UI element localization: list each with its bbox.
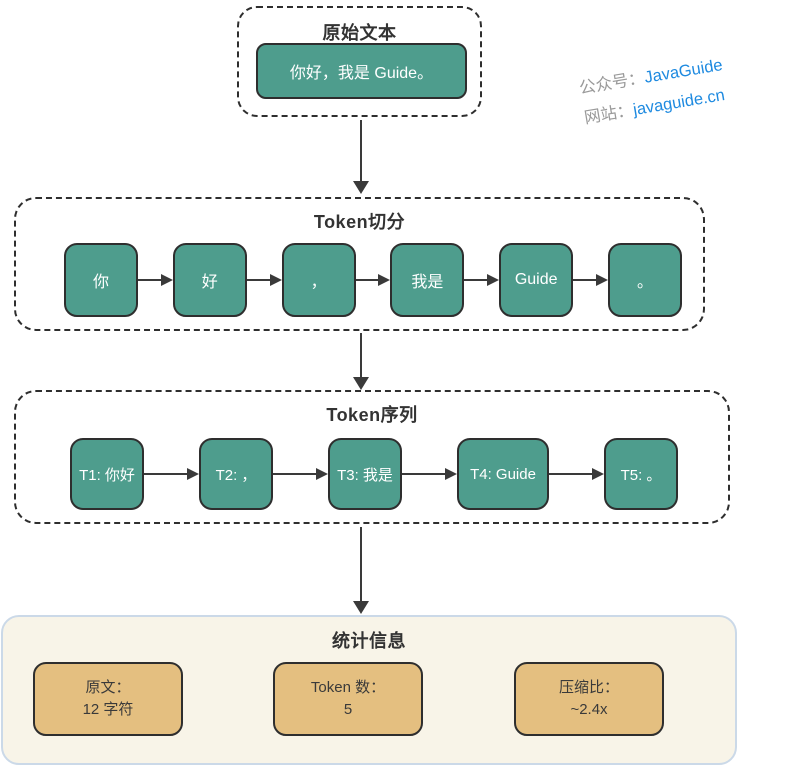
stat-value: ~2.4x [570, 701, 608, 718]
statistics-section: 统计信息 原文： 12 字符 Token 数： 5 压缩比： ~2.4x [1, 615, 737, 765]
token-chip: 好 [172, 243, 247, 317]
token-chip: T5: 。 [604, 438, 678, 510]
stat-label: Token 数： [310, 679, 386, 696]
token-sequence-section: Token序列 T1: 你好 T2: ， T3: 我是 T4: Guide T5… [14, 390, 730, 524]
arrow-down-icon [353, 120, 369, 194]
arrow-right-icon [144, 468, 199, 480]
arrow-right-icon [246, 274, 282, 286]
arrow-down-icon [353, 333, 369, 390]
original-text-section: 原始文本 你好，我是 Guide。 [237, 6, 482, 117]
token-chip: T2: ， [199, 438, 273, 510]
arrow-right-icon [573, 274, 608, 286]
arrow-head [353, 377, 369, 390]
stat-label: 原文： [85, 679, 131, 696]
arrow-line [360, 120, 362, 181]
original-text-chip: 你好，我是 Guide。 [256, 43, 467, 99]
token-chip: ， [281, 243, 356, 317]
token-split-title: Token切分 [313, 212, 406, 232]
arrow-right-icon [273, 468, 328, 480]
arrow-down-icon [353, 527, 369, 614]
token-sequence-title: Token序列 [326, 405, 418, 425]
arrow-right-icon [549, 468, 604, 480]
token-split-row: 你 好 ， 我是 Guide 。 [64, 243, 682, 317]
arrow-right-icon [402, 468, 457, 480]
token-chip: 你 [64, 243, 138, 317]
stat-label: 压缩比： [558, 679, 619, 696]
stat-card-token-count: Token 数： 5 [273, 662, 423, 736]
stat-card-compression: 压缩比： ~2.4x [514, 662, 664, 736]
watermark-label-1: 公众号： [577, 69, 647, 98]
arrow-head [353, 181, 369, 194]
arrow-right-icon [138, 274, 173, 286]
original-text-title: 原始文本 [322, 23, 397, 43]
arrow-line [360, 333, 362, 377]
token-sequence-row: T1: 你好 T2: ， T3: 我是 T4: Guide T5: 。 [70, 438, 678, 510]
arrow-right-icon [355, 274, 391, 286]
token-chip: T4: Guide [457, 438, 549, 510]
stat-card-original: 原文： 12 字符 [33, 662, 183, 736]
arrow-head [353, 601, 369, 614]
arrow-line [360, 527, 362, 601]
token-chip: 我是 [390, 243, 465, 317]
watermark: 公众号：JavaGuide 网站：javaguide.cn [577, 50, 730, 133]
token-chip: 。 [607, 243, 682, 317]
token-chip: T3: 我是 [328, 438, 402, 510]
token-split-section: Token切分 你 好 ， 我是 Guide 。 [14, 197, 705, 331]
watermark-label-2: 网站： [582, 101, 635, 128]
stat-value: 5 [343, 701, 353, 718]
token-chip: T1: 你好 [70, 438, 144, 510]
statistics-title: 统计信息 [332, 631, 406, 651]
token-chip: Guide [499, 243, 574, 317]
stat-value: 12 字符 [82, 701, 134, 718]
arrow-right-icon [464, 274, 500, 286]
